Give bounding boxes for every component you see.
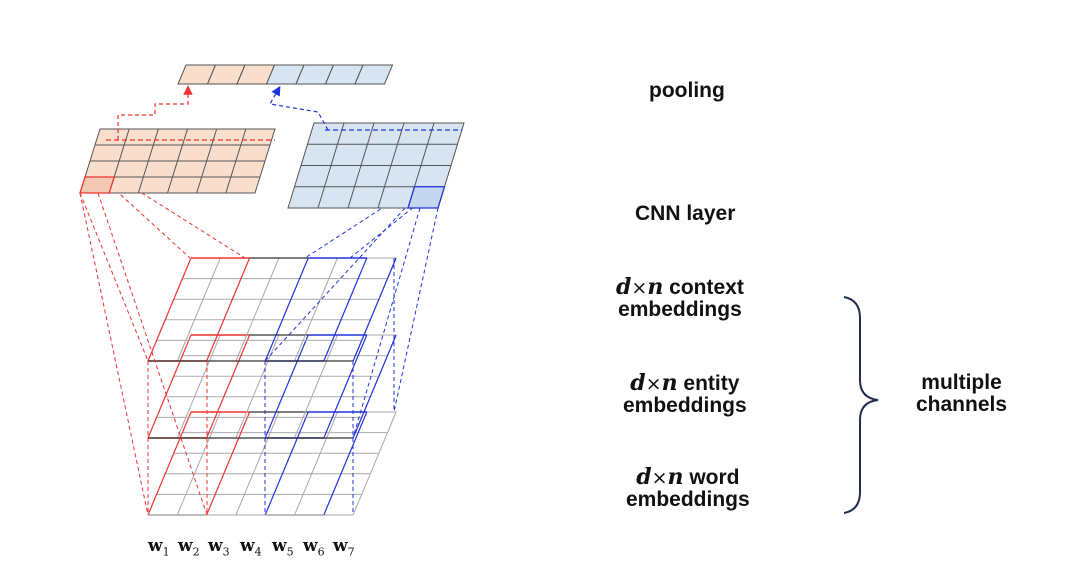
- red-pooling-arrow: [117, 85, 193, 140]
- context-text: context: [663, 276, 744, 299]
- grid-column-line: [176, 334, 221, 439]
- feature-map-col: [347, 122, 375, 209]
- grid-column-line: [323, 334, 368, 439]
- n-symbol: n: [647, 274, 664, 300]
- embedding-layers: [147, 257, 397, 516]
- layer-side-edge: [352, 334, 397, 439]
- entity-embeddings-text: embeddings: [623, 394, 747, 417]
- grid-column-line: [206, 411, 251, 516]
- grid-column-line: [323, 257, 368, 362]
- word-label-w4: w4: [240, 536, 262, 559]
- grid-column-line: [352, 411, 397, 516]
- word-label-w6: w6: [303, 536, 325, 559]
- red-connector: [97, 192, 208, 516]
- d-symbol: d: [616, 274, 632, 300]
- pooling-label: pooling: [649, 79, 725, 102]
- red-connector: [79, 192, 149, 362]
- grid-column-line: [176, 411, 221, 516]
- word-embeddings-text: embeddings: [626, 488, 750, 511]
- grid-column-line: [235, 257, 280, 362]
- cnn-layer-label: CNN layer: [635, 202, 736, 225]
- entity-embeddings-label: d×n entity embeddings: [623, 372, 747, 417]
- cnn-feature-maps: [79, 122, 465, 209]
- word-label-w5: w5: [272, 536, 294, 559]
- red-connector: [99, 175, 191, 259]
- times-symbol: ×: [631, 277, 648, 299]
- context-embeddings-label: d×n context embeddings: [616, 276, 744, 321]
- blue-connector: [393, 207, 439, 413]
- grid-column-line: [235, 411, 280, 516]
- multiple-channels-label: multiple channels: [916, 372, 1007, 416]
- grid-column-line: [147, 257, 192, 362]
- grid-column-line: [147, 334, 192, 439]
- grid-column-line: [176, 257, 221, 362]
- grid-column-line: [206, 334, 251, 439]
- blue-pooling-arrow: [269, 85, 329, 131]
- grid-column-line: [294, 257, 338, 362]
- pooling-arrows: [117, 85, 329, 140]
- d-symbol: d: [630, 370, 646, 396]
- n-symbol: n: [661, 370, 678, 396]
- grid-column-line: [294, 411, 338, 516]
- pooling-vector: [177, 64, 394, 85]
- context-embeddings-text: embeddings: [618, 298, 742, 321]
- entity-embedding-layer: [147, 334, 397, 439]
- blue-connector: [352, 207, 421, 439]
- channels-text: channels: [916, 393, 1008, 416]
- word-embeddings-label: d×n word embeddings: [626, 466, 750, 511]
- grid-column-line: [323, 411, 368, 516]
- word-embedding-layer: [147, 411, 397, 516]
- grid-column-line: [264, 334, 309, 439]
- word-text: word: [683, 466, 740, 489]
- connector-lines: [79, 175, 439, 516]
- red-connector: [79, 192, 149, 516]
- word-label-w3: w3: [208, 536, 230, 559]
- grid-column-line: [264, 411, 309, 516]
- grid-column-line: [235, 334, 280, 439]
- grid-column-line: [294, 334, 338, 439]
- word-label-w1: w1: [148, 536, 170, 559]
- channel-brace: [843, 296, 879, 514]
- context-embedding-layer: [147, 257, 397, 362]
- n-symbol: n: [667, 464, 684, 490]
- pooling-cell: [354, 64, 394, 85]
- word-label-w7: w7: [333, 536, 355, 559]
- grid-column-line: [147, 411, 192, 516]
- times-symbol: ×: [651, 467, 668, 489]
- word-label-w2: w2: [178, 536, 200, 559]
- feature-map-col: [377, 122, 405, 209]
- red-highlight-cell: [79, 176, 116, 194]
- blue-highlight-cell: [407, 186, 446, 209]
- red-feature-map: [79, 128, 276, 194]
- d-symbol: d: [636, 464, 652, 490]
- entity-text: entity: [677, 372, 740, 395]
- multiple-text: multiple: [921, 371, 1002, 394]
- grid-column-line: [206, 257, 251, 362]
- feature-map-col: [167, 128, 188, 194]
- layer-side-edge: [352, 257, 397, 362]
- times-symbol: ×: [645, 373, 662, 395]
- feature-map-col: [317, 122, 345, 209]
- grid-column-line: [264, 257, 309, 362]
